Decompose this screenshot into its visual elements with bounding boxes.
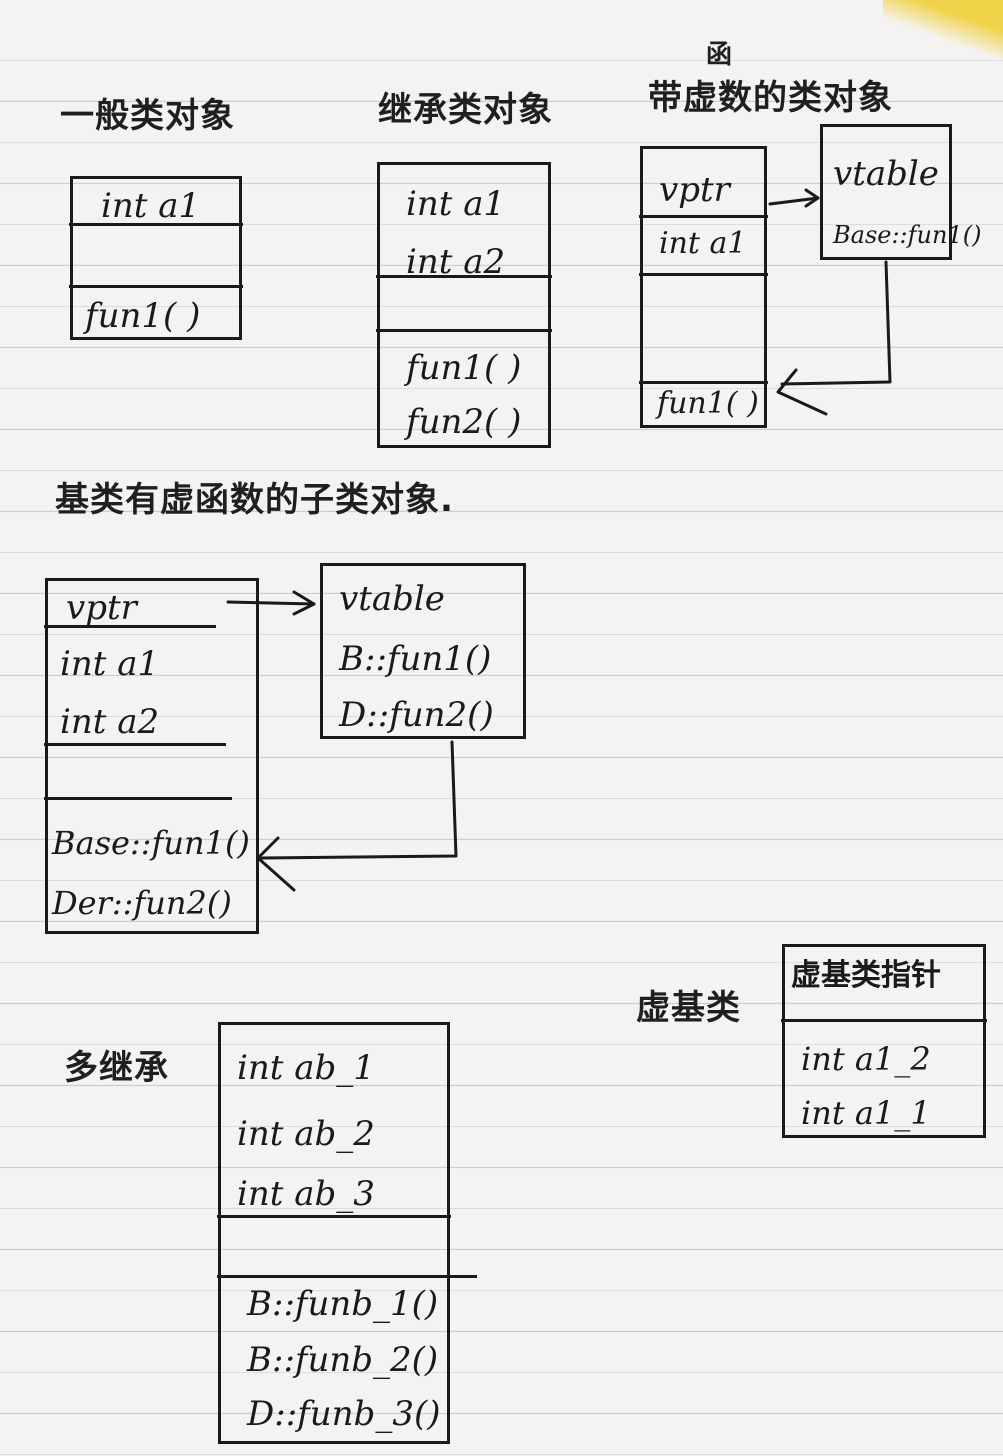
inherited-function-row: fun1( ): [406, 348, 522, 388]
vbase-member-row: int a1_1: [801, 1094, 931, 1132]
divider: [69, 223, 243, 226]
label-virtual-object-annotation: 函: [706, 40, 734, 70]
virtual-object-box: vptr int a1 fun1( ): [639, 146, 768, 428]
multi-function-row: D::funb_3(): [247, 1394, 441, 1434]
virtual-vtable-box: vtable Base::fun1(): [820, 124, 982, 260]
divider: [217, 1275, 477, 1278]
divider: [376, 275, 552, 278]
vtable-title: vtable: [833, 154, 939, 194]
derived-member-row: int a1: [60, 644, 160, 684]
vbase-header: 虚基类指针: [791, 958, 941, 993]
paper-corner: [883, 0, 1003, 60]
label-plain-object: 一般类对象: [60, 96, 235, 136]
inherited-object-box: int a1 int a2 fun1( ) fun2( ): [376, 162, 552, 448]
divider: [639, 215, 768, 218]
vtable-title: vtable: [339, 579, 445, 619]
derived-member-row: int a2: [60, 702, 160, 742]
virtual-function-row: fun1( ): [657, 386, 759, 421]
divider: [69, 285, 243, 288]
function-link: [260, 740, 458, 860]
divider: [44, 625, 216, 628]
vtable-entry: Base::fun1(): [833, 221, 982, 249]
arrowhead: [776, 368, 828, 416]
vptr-row: vptr: [66, 588, 137, 628]
vptr-arrow: [226, 600, 316, 606]
multi-function-row: B::funb_2(): [247, 1340, 439, 1380]
label-virtual-base: 虚基类: [636, 988, 741, 1028]
label-derived-virtual-object: 基类有虚函数的子类对象.: [55, 480, 454, 520]
arrowhead: [292, 590, 316, 616]
divider: [217, 1215, 451, 1218]
plain-member-row: int a1: [101, 186, 201, 226]
arrowhead: [804, 188, 820, 208]
multi-member-row: int ab_2: [237, 1114, 375, 1154]
function-link: [780, 260, 892, 386]
inherited-member-row: int a2: [406, 242, 506, 282]
divider: [639, 381, 768, 384]
label-inherited-object: 继承类对象: [378, 90, 553, 130]
derived-object-box: vptr int a1 int a2 Base::fun1() Der::fun…: [44, 578, 259, 934]
divider: [639, 273, 768, 276]
virtual-member-row: int a1: [659, 226, 747, 261]
arrowhead: [256, 836, 296, 892]
multi-member-row: int ab_3: [237, 1174, 375, 1214]
multi-object-box: int ab_1 int ab_2 int ab_3 B::funb_1() B…: [217, 1022, 477, 1444]
vtable-entry: D::fun2(): [339, 695, 494, 735]
derived-function-row: Base::fun1(): [52, 824, 250, 862]
vtable-entry: B::fun1(): [339, 639, 492, 679]
vptr-arrow: [768, 196, 820, 206]
divider: [781, 1019, 987, 1022]
divider: [44, 797, 232, 800]
vptr-row: vptr: [659, 170, 730, 210]
derived-function-row: Der::fun2(): [52, 884, 232, 922]
vbase-object-box: 虚基类指针 int a1_2 int a1_1: [781, 944, 987, 1138]
multi-function-row: B::funb_1(): [247, 1284, 439, 1324]
derived-vtable-box: vtable B::fun1() D::fun2(): [320, 563, 526, 739]
plain-object-box: int a1 fun1( ): [69, 176, 243, 340]
divider: [44, 743, 226, 746]
inherited-function-row: fun2( ): [406, 402, 522, 442]
vbase-member-row: int a1_2: [801, 1040, 931, 1078]
multi-member-row: int ab_1: [237, 1048, 375, 1088]
inherited-member-row: int a1: [406, 184, 506, 224]
plain-function-row: fun1( ): [85, 296, 201, 336]
label-multiple-inheritance: 多继承: [64, 1048, 169, 1088]
label-virtual-object: 带虚数的类对象: [648, 78, 893, 118]
divider: [376, 329, 552, 332]
